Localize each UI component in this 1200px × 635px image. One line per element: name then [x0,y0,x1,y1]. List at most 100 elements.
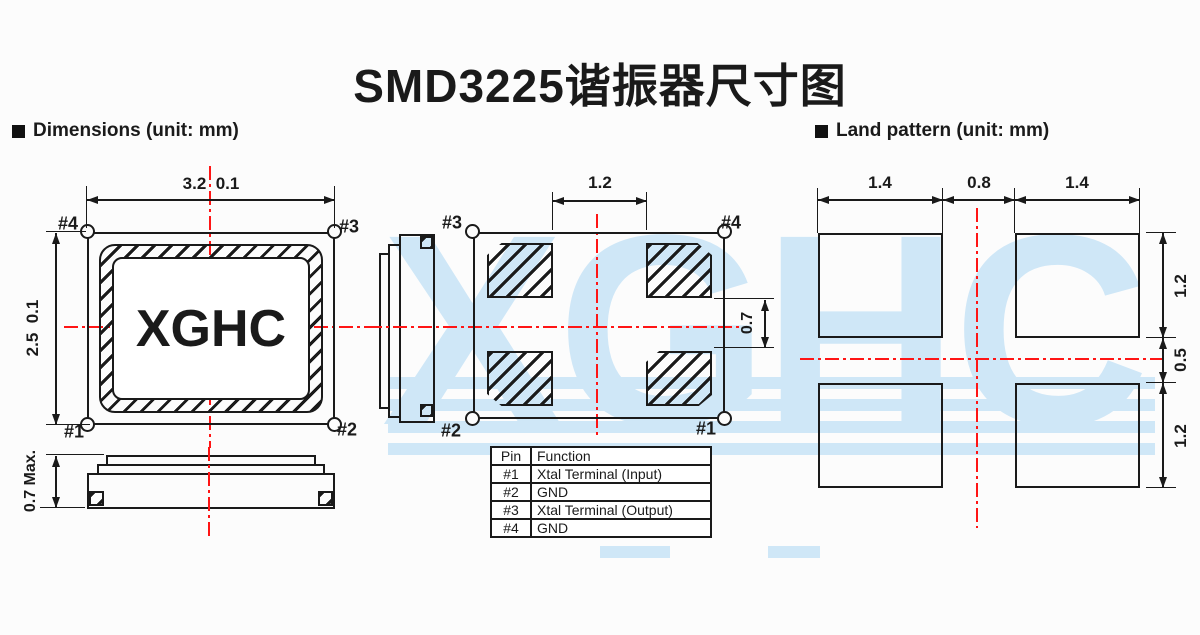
bottom-view-centerline-h [368,326,742,328]
dim-arrow [1159,372,1167,383]
table-cell-pin: #3 [490,500,532,520]
dim-arrow [1159,383,1167,394]
ext-line [46,424,90,425]
dim-arrow [818,196,829,204]
dimensions-section-header: Dimensions (unit: mm) [12,120,239,142]
dim-arrow [636,197,647,205]
pin-label-4: #4 [57,213,79,234]
dim-label-pad-gap-x: 1.2 [588,173,612,192]
dim-arrow [1159,233,1167,244]
side-view-terminal [318,491,333,506]
castellation-corner [717,224,732,239]
bullet-square-icon [12,124,25,138]
dim-arrow [1004,196,1015,204]
end-view-terminal [420,404,433,417]
dim-arrow [324,196,335,204]
table-cell-pin: #4 [490,518,532,538]
dim-arrow [1015,196,1026,204]
dim-line-land-vertical [1162,233,1164,488]
side-view-centerline-v [208,447,210,537]
lid-top-face: XGHC [112,257,310,400]
table-row: #3 Xtal Terminal (Output) [490,500,712,520]
watermark-stripe [600,546,670,558]
table-header-pin: Pin [490,446,532,466]
pin-label-2: #2 [336,419,358,440]
brand-logo-text: XGHC [135,299,287,358]
dim-label-height: 2.5 0.1 [23,299,42,357]
dimensions-section-label: Dimensions (unit: mm) [33,120,239,141]
solder-pad-1 [646,351,712,406]
pin-label-1: #1 [695,418,717,439]
ext-line [40,507,85,508]
table-cell-function: GND [530,518,712,538]
table-cell-function: Xtal Terminal (Input) [530,464,712,484]
dim-arrow [761,337,769,348]
dim-arrow [1159,327,1167,338]
side-view-package-base [87,473,335,509]
castellation-corner [327,417,342,432]
ext-line [1139,188,1140,233]
pin-function-table: Pin Function #1 Xtal Terminal (Input) #2… [490,446,712,538]
ext-line [714,298,774,299]
solder-pad-3 [487,243,553,298]
dim-arrow [761,300,769,311]
table-cell-function: GND [530,482,712,502]
table-row: #2 GND [490,482,712,502]
dim-arrow [1159,477,1167,488]
dim-arrow [1129,196,1140,204]
pin-label-2: #2 [440,420,462,441]
ext-line [46,231,86,232]
solder-pad-2 [487,351,553,406]
watermark-stripe [388,377,1155,389]
dim-arrow [52,497,60,508]
dim-line-pad-gap-x [553,200,647,202]
land-pattern-section-header: Land pattern (unit: mm) [815,120,1049,142]
dim-label-pad-height-bottom: 1.2 [1171,424,1190,448]
table-header-function: Function [530,446,712,466]
table-header-row: Pin Function [490,446,712,466]
land-pad-top-right [1015,233,1140,338]
dim-label-pad-width-right: 1.4 [1065,173,1089,192]
ext-line [86,186,87,228]
solder-pad-4 [646,243,712,298]
ext-line [46,454,104,455]
table-cell-pin: #2 [490,482,532,502]
dim-line-height [55,233,57,425]
ext-line [1146,232,1176,233]
dim-label-width: 3.2 0.1 [182,174,240,193]
dim-arrow [52,456,60,467]
dim-arrow [1159,338,1167,349]
dim-line-pad-gap-y [764,300,766,348]
dim-arrow [87,196,98,204]
ext-line [1014,188,1015,233]
table-cell-function: Xtal Terminal (Output) [530,500,712,520]
dim-label-thickness: 0.7 Max. [22,449,39,513]
dim-line-thickness [55,456,57,508]
castellation-corner [465,411,480,426]
bottom-view-body-outline [473,232,725,419]
pin-label-1: #1 [63,421,85,442]
dim-line-land-horizontal [818,199,1140,201]
dim-arrow [553,197,564,205]
end-view-terminal [420,236,433,249]
ext-line [646,192,647,230]
ext-line [714,347,774,348]
pin-label-3: #3 [441,212,463,233]
land-pattern-section-label: Land pattern (unit: mm) [836,120,1050,141]
dim-arrow [52,233,60,244]
dim-label-pad-gap-y: 0.5 [1171,348,1190,372]
page-title: SMD3225谐振器尺寸图 [353,60,847,112]
land-pattern-centerline-h [800,358,1162,360]
table-cell-pin: #1 [490,464,532,484]
end-view-package-base [399,234,435,423]
ext-line [552,192,553,230]
dim-label-pad-gap-y: 0.7 [739,311,756,335]
ext-line [942,188,943,233]
land-pad-bottom-right [1015,383,1140,488]
table-row: #1 Xtal Terminal (Input) [490,464,712,484]
pin-label-4: #4 [720,212,742,233]
castellation-corner [465,224,480,239]
land-pattern-centerline-v [976,208,978,528]
side-view-terminal [89,491,104,506]
